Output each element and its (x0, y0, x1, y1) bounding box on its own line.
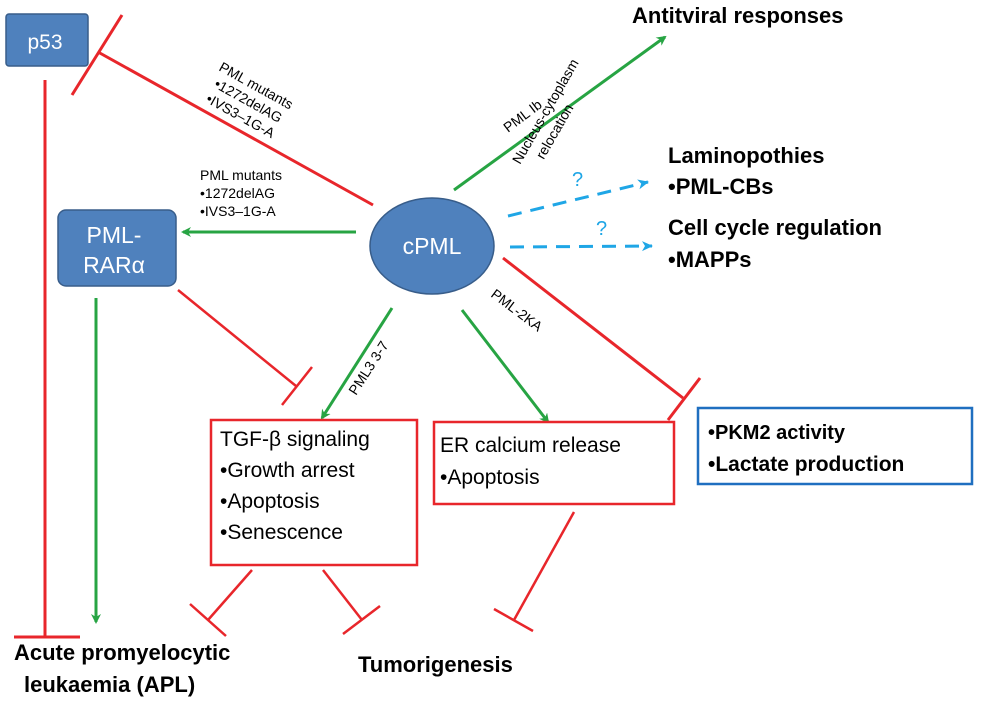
er-box-line2: •Apoptosis (440, 466, 540, 489)
rara-mutants-line2: •1272delAG (200, 185, 275, 201)
mapps-label: •MAPPs (668, 247, 752, 272)
tgf-beta-box: TGF-β signaling •Growth arrest •Apoptosi… (209, 418, 419, 567)
cpml-to-er-arrow (460, 309, 550, 424)
question-mark-1: ? (572, 169, 583, 191)
p53-mutants-label: PML mutants •1272delAG •IVS3–1G-A (204, 59, 296, 142)
pml-rara-label-line2: RARα (83, 252, 145, 278)
rara-mutants-line3: •IVS3–1G-A (200, 203, 276, 219)
er-calcium-box: ER calcium release •Apoptosis (432, 420, 676, 506)
pml-2ka-label: PML-2KA (488, 286, 546, 335)
laminopathies-label: Laminopothies (668, 143, 824, 168)
cpml-node: cPML (369, 197, 495, 295)
er-to-tumor-inhibit-bar (493, 607, 534, 633)
er-to-tumor-inhibit-line (512, 511, 576, 621)
tgf-to-apl-inhibit-bar (189, 603, 227, 637)
cpml-to-tgf-arrow (320, 307, 394, 420)
tgf-box-line1: TGF-β signaling (220, 428, 370, 451)
tgf-to-tumor-inhibit-line (322, 569, 363, 621)
tgf-box-line3: •Apoptosis (220, 490, 320, 513)
cpml-to-p53-inhibit-line (97, 50, 374, 207)
cell-cycle-label: Cell cycle regulation (668, 215, 882, 240)
cpml-to-cellcycle-dashed-arrow (509, 241, 653, 252)
pkm2-box-line1: •PKM2 activity (708, 422, 846, 444)
pml-cbs-label: •PML-CBs (668, 174, 773, 199)
pkm2-box: •PKM2 activity •Lactate production (696, 406, 974, 486)
tumorigenesis-label: Tumorigenesis (358, 652, 513, 677)
pml-rara-label-line1: PML- (87, 222, 142, 248)
apl-label-line1: Acute promyelocytic (14, 640, 230, 665)
rara-mutants-label: PML mutants •1272delAG •IVS3–1G-A (200, 167, 282, 219)
antiviral-responses-label: Antitviral responses (632, 3, 844, 28)
cpml-label: cPML (403, 233, 462, 259)
tgf-to-tumor-inhibit-bar (342, 605, 381, 635)
rara-mutants-line1: PML mutants (200, 167, 282, 183)
apl-label-line2: leukaemia (APL) (24, 672, 195, 697)
cpml-to-pkm2-inhibit-bar (666, 377, 702, 421)
question-mark-2: ? (596, 218, 607, 240)
cpml-to-laminopathies-dashed-arrow (507, 179, 649, 218)
tgf-box-line2: •Growth arrest (220, 459, 355, 482)
rara-to-tgf-inhibit-line (177, 289, 297, 387)
rara-to-tgf-inhibit-bar (281, 366, 313, 406)
tgf-to-apl-inhibit-line (207, 569, 253, 621)
pkm2-box-line2: •Lactate production (708, 453, 904, 476)
p53-node: p53 (5, 13, 89, 67)
cpml-to-p53-inhibit-bar (70, 14, 124, 96)
cpml-to-antiviral-arrow (453, 35, 667, 192)
tgf-box-line4: •Senescence (220, 521, 343, 544)
er-box-line1: ER calcium release (440, 434, 621, 457)
cpml-to-pkm2-inhibit-line (502, 256, 684, 400)
p53-label: p53 (27, 31, 62, 54)
pml-rara-node: PML- RARα (57, 209, 177, 287)
